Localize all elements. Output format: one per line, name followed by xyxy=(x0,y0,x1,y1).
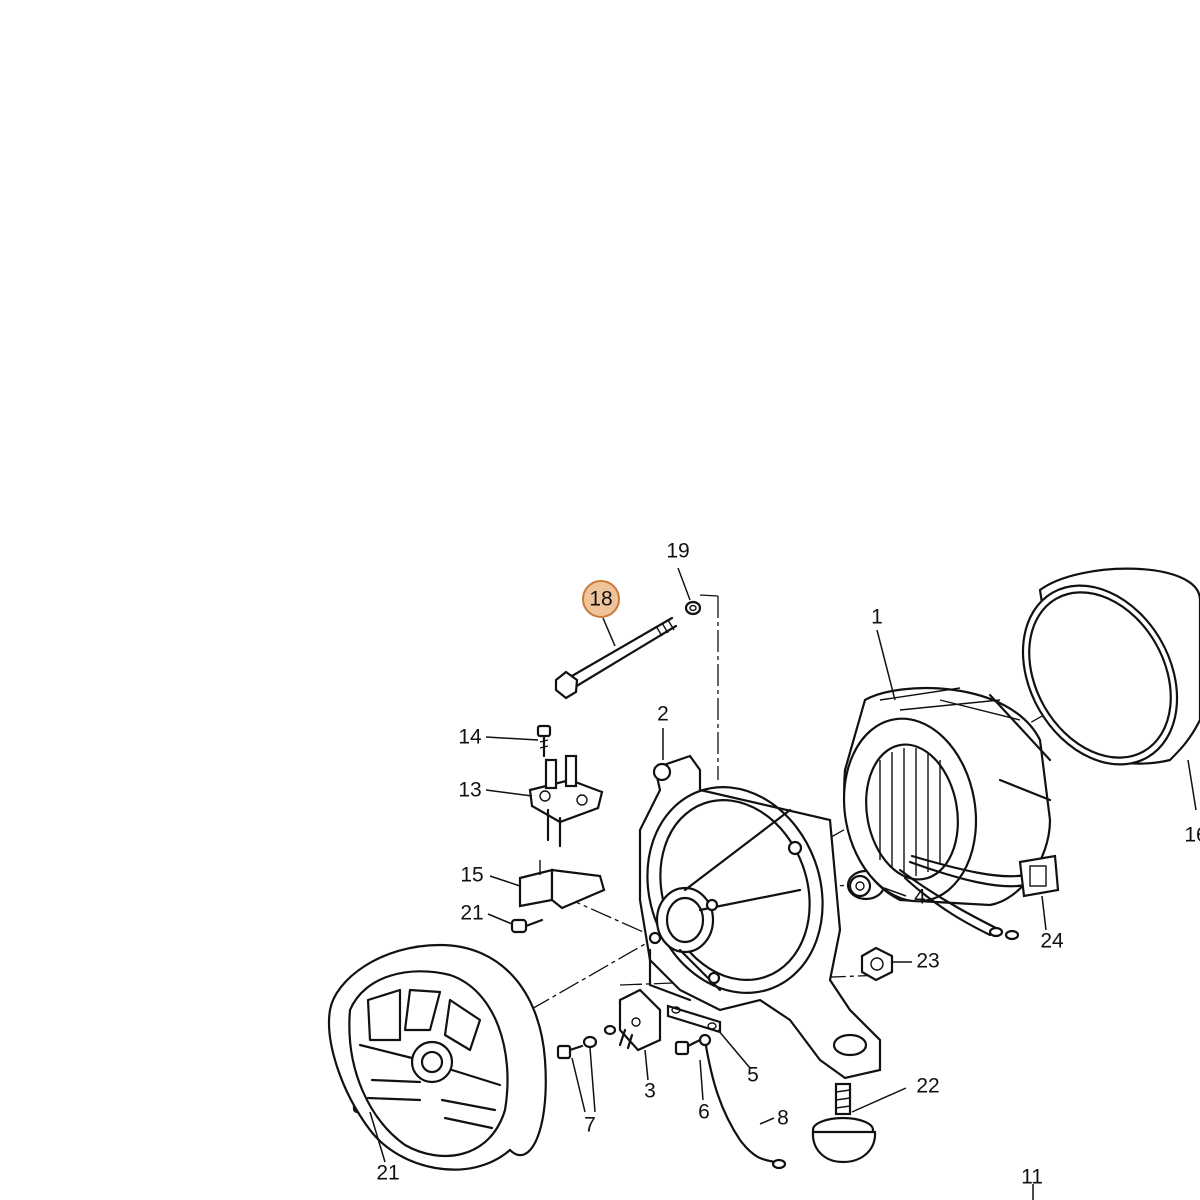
label-4[interactable]: 4 xyxy=(914,886,926,909)
part-3-rectifier[interactable] xyxy=(618,988,662,1052)
label-23[interactable]: 23 xyxy=(916,950,939,973)
part-6-ground-screw[interactable] xyxy=(674,1033,712,1056)
leader-lines xyxy=(369,567,1197,1200)
part-18-through-bolt[interactable] xyxy=(554,616,678,700)
part-13-brush-holder[interactable] xyxy=(528,754,604,848)
label-14[interactable]: 14 xyxy=(458,726,482,749)
stator-wire-leads xyxy=(898,854,1027,941)
label-22[interactable]: 22 xyxy=(916,1075,939,1098)
label-11[interactable]: 11 xyxy=(1021,1166,1043,1189)
label-15[interactable]: 15 xyxy=(460,864,483,887)
label-16[interactable]: 16 xyxy=(1184,824,1200,847)
part-14-screw[interactable] xyxy=(536,724,552,758)
label-18[interactable]: 18 xyxy=(589,588,612,611)
part-rear-fan-cover[interactable] xyxy=(328,943,547,1171)
label-19[interactable]: 19 xyxy=(666,540,689,563)
label-5[interactable]: 5 xyxy=(747,1064,759,1087)
label-7[interactable]: 7 xyxy=(584,1114,596,1137)
part-labels: 1 2 3 4 5 6 7 8 11 13 14 15 16 18 19 21 … xyxy=(376,540,1200,1189)
part-15-bracket[interactable] xyxy=(518,860,606,910)
part-5-plate[interactable] xyxy=(666,1004,722,1034)
highlight-circle-18 xyxy=(582,580,620,618)
part-21-screw-upper[interactable] xyxy=(510,918,544,934)
part-23-nut[interactable] xyxy=(860,946,894,982)
label-3[interactable]: 3 xyxy=(644,1080,656,1103)
label-1[interactable]: 1 xyxy=(871,606,883,629)
part-2-end-bracket[interactable] xyxy=(619,754,882,1080)
part-1-stator[interactable] xyxy=(830,687,1052,912)
label-6[interactable]: 6 xyxy=(698,1101,710,1124)
label-8[interactable]: 8 xyxy=(777,1107,789,1130)
label-2[interactable]: 2 xyxy=(657,703,669,726)
part-7-screw-washer[interactable] xyxy=(556,1024,617,1060)
part-24-connector[interactable] xyxy=(1018,854,1060,898)
part-8-ground-wire[interactable] xyxy=(704,1044,787,1170)
label-21-upper[interactable]: 21 xyxy=(460,902,483,925)
label-24[interactable]: 24 xyxy=(1040,930,1064,953)
label-21-lower[interactable]: 21 xyxy=(376,1162,399,1185)
part-22-mount-foot[interactable] xyxy=(811,1082,877,1164)
label-13[interactable]: 13 xyxy=(458,779,481,802)
part-19-washer[interactable] xyxy=(684,600,702,616)
part-16-cover-band[interactable] xyxy=(992,558,1200,793)
